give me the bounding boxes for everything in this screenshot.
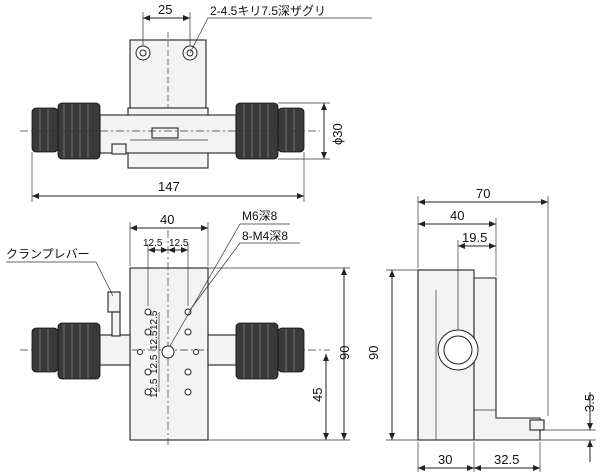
front-dim-v1: 12.5 [149,310,160,330]
front-hole-m4-4 [184,328,192,336]
front-view: クランプレバー 40 12.5 12.5 12.5 12.5 12.5 12.5… [6,209,352,445]
front-hole-m4-8 [184,388,192,396]
front-dim-pitch-right: 12.5 [169,238,189,249]
note-m4: 8-M4深8 [242,229,288,243]
side-dim-70: 70 [476,186,490,201]
front-dim-v3: 12.5 [149,354,160,374]
front-hole-m4-1 [144,308,152,316]
note-m6: M6深8 [242,209,278,223]
side-dim-90: 90 [366,346,381,360]
front-hole-m4-6 [184,368,192,376]
front-hole-m4-3 [144,328,152,336]
side-bore-inner [443,335,473,365]
top-dim-147: 147 [158,179,180,194]
clamp-lever [107,291,121,313]
side-dim-30: 30 [438,452,452,467]
clamp-lever-label: クランプレバー [6,247,90,261]
top-knob-right-cap [277,107,305,153]
front-dim-v2: 12.5 [149,330,160,350]
side-dim-3-5: 3.5 [582,394,597,412]
side-dim-40: 40 [450,208,464,223]
front-dim-pitch-left: 12.5 [143,238,163,249]
top-knob-left-cap [31,107,59,153]
side-dim-32-5: 32.5 [494,452,519,467]
front-dim-40: 40 [160,212,174,227]
top-dim-25: 25 [158,2,172,17]
side-view: 70 40 19.5 90 3.5 30 32.5 [366,186,597,472]
side-bracket [473,277,541,441]
front-hole-m4-7 [144,388,152,396]
top-dim-phi30: ϕ30 [330,123,345,145]
front-knob-right-cap [277,327,305,373]
front-dim-v4: 12.5 [149,378,160,398]
front-knob-right [235,322,279,380]
front-hole-m4-5 [144,368,152,376]
top-holes-note: 2-4.5キリ7.5深ザグリ [210,4,326,18]
front-knob-left-cap [31,327,59,373]
front-dim-45: 45 [310,388,325,402]
front-dim-90: 90 [337,346,352,360]
front-hole-m6 [161,345,175,359]
top-view: 25 2-4.5キリ7.5深ザグリ 147 ϕ30 [20,2,372,202]
side-dim-19-5: 19.5 [462,230,487,245]
